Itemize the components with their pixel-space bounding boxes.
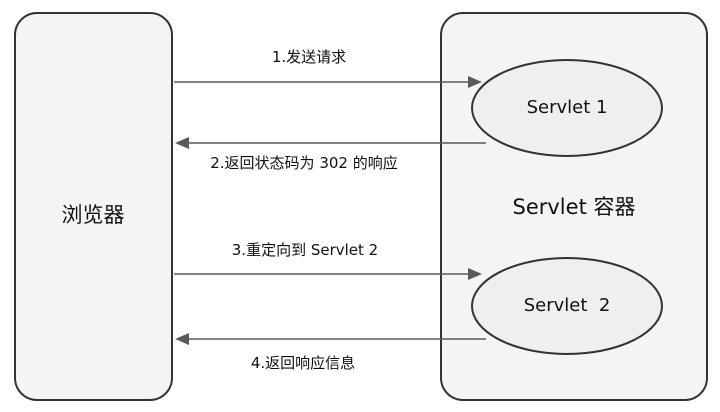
servlet-1-ellipse: [471, 59, 663, 157]
step-2-arrowhead: [175, 137, 189, 149]
step-2-label: 2.返回状态码为 302 的响应: [210, 154, 397, 172]
step-3-arrowhead: [468, 268, 482, 280]
browser-node: 浏览器: [14, 12, 173, 401]
step-3-arrow: 3.重定向到 Servlet 2: [174, 241, 482, 280]
browser-label: 浏览器: [62, 203, 125, 227]
step-4-arrowhead: [175, 333, 189, 345]
step-1-arrowhead: [468, 76, 482, 88]
step-3-label: 3.重定向到 Servlet 2: [232, 241, 378, 259]
browser-box: [14, 12, 173, 401]
step-4-arrow: 4.返回响应信息: [175, 333, 486, 372]
step-1-label: 1.发送请求: [272, 48, 346, 66]
servlet-1-node: Servlet 1: [471, 59, 663, 157]
step-4-label: 4.返回响应信息: [251, 354, 355, 372]
step-2-arrow: 2.返回状态码为 302 的响应: [175, 137, 486, 172]
servlet-2-node: Servlet 2: [471, 257, 663, 355]
step-1-arrow: 1.发送请求: [174, 48, 482, 88]
servlet-2-label: Servlet 2: [524, 295, 611, 316]
servlet-2-ellipse: [471, 257, 663, 355]
servlet-container-label: Servlet 容器: [513, 195, 636, 219]
servlet-1-label: Servlet 1: [527, 97, 608, 118]
